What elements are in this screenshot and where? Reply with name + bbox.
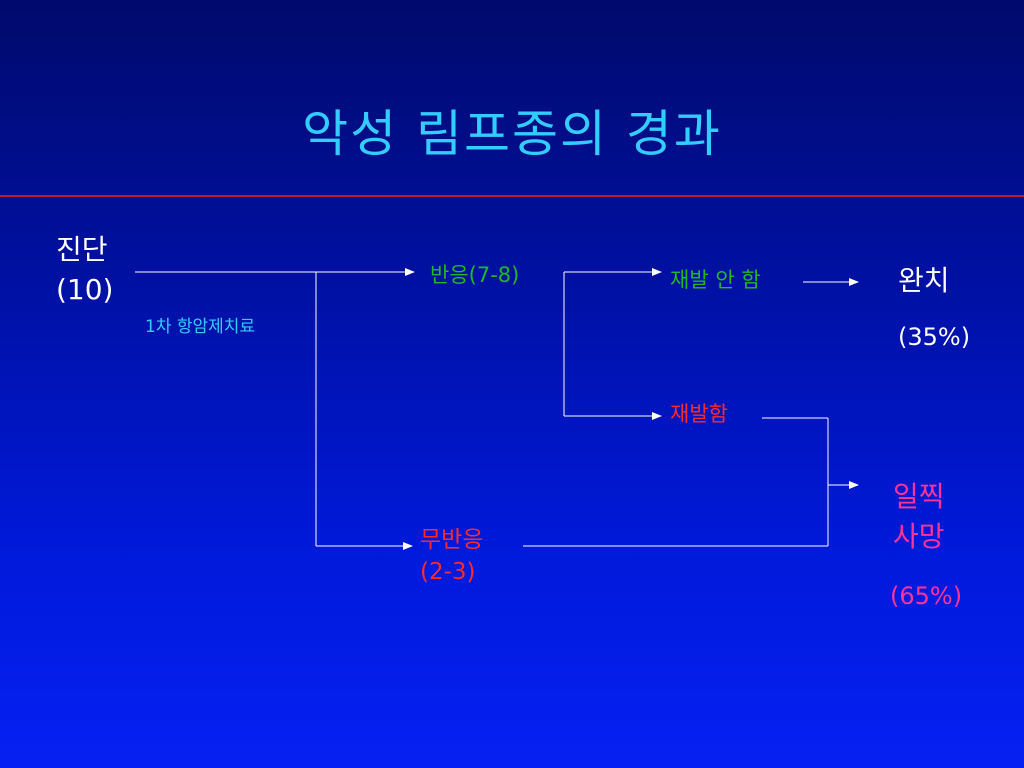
diagnosis-count: (10) — [56, 273, 114, 306]
no-response-label-line1: 무반응 — [420, 527, 484, 553]
cure-label: 완치 — [898, 264, 950, 297]
cure-percent: (35%) — [898, 323, 971, 351]
treatment-label: 1차 항암제치료 — [145, 317, 256, 337]
diagnosis-label-line1: 진단 — [56, 233, 108, 266]
relapse-label: 재발함 — [670, 402, 728, 426]
early-death-label-line1: 일찍 — [893, 480, 945, 513]
title-divider — [0, 195, 1024, 197]
no-relapse-label: 재발 안 함 — [670, 268, 761, 292]
early-death-label: 일찍 사망 — [893, 477, 945, 557]
early-death-label-line2: 사망 — [893, 520, 945, 553]
early-death-percent: (65%) — [890, 582, 963, 610]
no-response-label: 무반응 (2-3) — [420, 524, 483, 588]
no-response-count: (2-3) — [420, 559, 476, 585]
page-title: 악성 림프종의 경과 — [302, 105, 722, 163]
response-label: 반응(7-8) — [430, 263, 520, 287]
diagnosis-label: 진단 (10) — [56, 230, 113, 310]
